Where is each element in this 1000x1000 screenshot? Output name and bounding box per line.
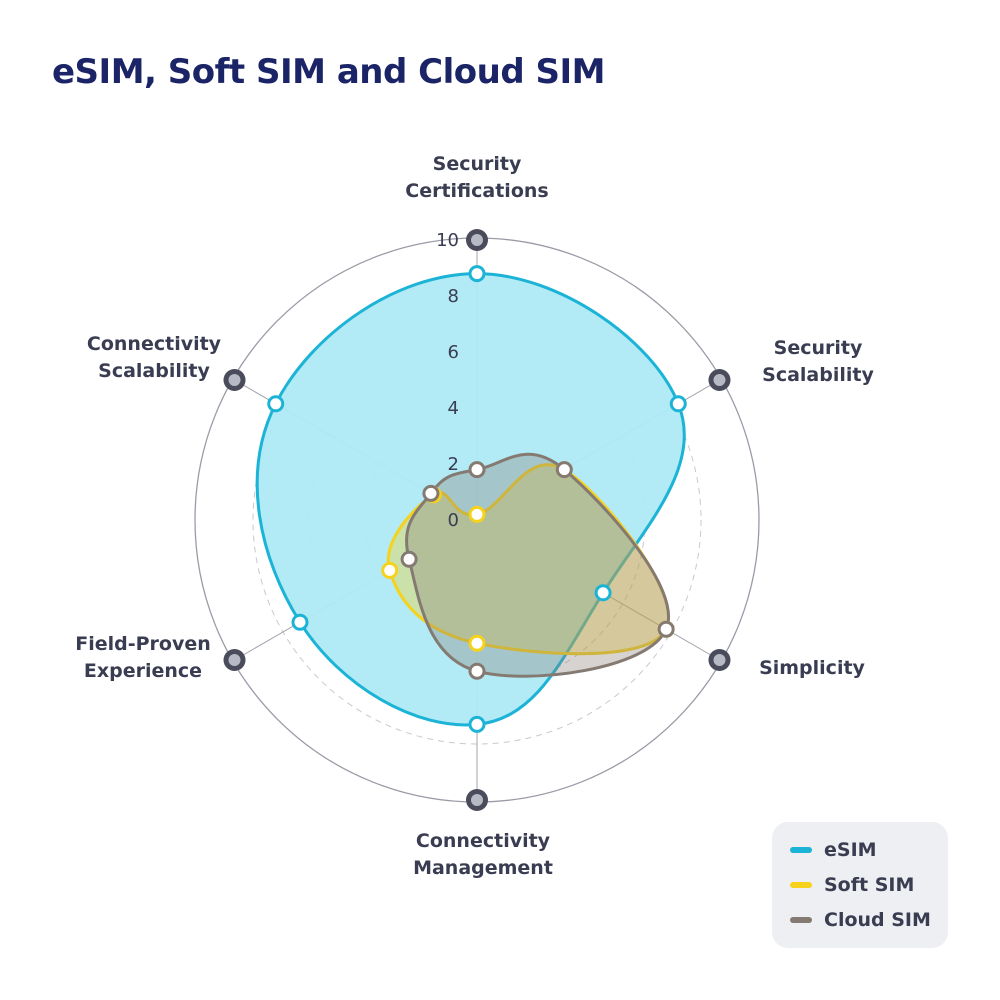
legend-swatch-esim <box>790 847 812 853</box>
legend-label-cloud-sim: Cloud SIM <box>824 909 931 931</box>
axis-knob-inner-field-proven-experience <box>228 654 241 666</box>
point-esim-field-proven-experience <box>291 613 309 631</box>
legend: eSIM Soft SIM Cloud SIM <box>772 822 948 948</box>
axis-knob-inner-security-certifications <box>471 234 483 246</box>
point-cloud-sim-connectivity-management <box>468 662 486 680</box>
legend-label-soft-sim: Soft SIM <box>824 874 915 896</box>
legend-item-soft-sim[interactable]: Soft SIM <box>790 871 914 899</box>
tick-label-8: 8 <box>448 286 459 307</box>
point-soft-sim-connectivity-management <box>468 634 486 652</box>
point-esim-security-scalability <box>669 395 687 413</box>
point-esim-simplicity <box>594 584 612 602</box>
tick-label-2: 2 <box>448 454 459 475</box>
point-soft-sim-security-certifications <box>468 505 486 523</box>
axis-knob-inner-connectivity-management <box>471 794 483 806</box>
grid-ring-8 <box>252 295 702 745</box>
axis-knob-inner-simplicity <box>713 654 726 666</box>
legend-swatch-soft-sim <box>790 882 812 888</box>
legend-item-cloud-sim[interactable]: Cloud SIM <box>790 906 931 934</box>
axis-knob-inner-connectivity-scalability <box>228 374 241 386</box>
tick-label-10: 10 <box>436 230 459 251</box>
tick-label-0: 0 <box>448 510 459 531</box>
point-soft-sim-field-proven-experience <box>381 561 399 579</box>
point-cloud-sim-field-proven-experience <box>400 550 418 568</box>
radar-series <box>255 272 686 727</box>
legend-label-esim: eSIM <box>824 839 877 861</box>
point-cloud-sim-connectivity-scalability <box>422 484 440 502</box>
point-esim-connectivity-management <box>468 715 486 733</box>
tick-label-4: 4 <box>448 398 459 419</box>
axis-label-simplicity: Simplicity <box>759 657 865 679</box>
legend-swatch-cloud-sim <box>790 917 812 923</box>
point-cloud-sim-security-scalability <box>555 461 573 479</box>
chart-title: eSIM, Soft SIM and Cloud SIM <box>52 52 605 92</box>
point-cloud-sim-security-certifications <box>468 461 486 479</box>
point-esim-security-certifications <box>468 265 486 283</box>
point-esim-connectivity-scalability <box>267 395 285 413</box>
point-cloud-sim-simplicity <box>657 620 675 638</box>
tick-label-6: 6 <box>448 342 459 363</box>
legend-item-esim[interactable]: eSIM <box>790 836 877 864</box>
radar-points <box>223 229 731 811</box>
axis-knob-inner-security-scalability <box>713 374 726 386</box>
